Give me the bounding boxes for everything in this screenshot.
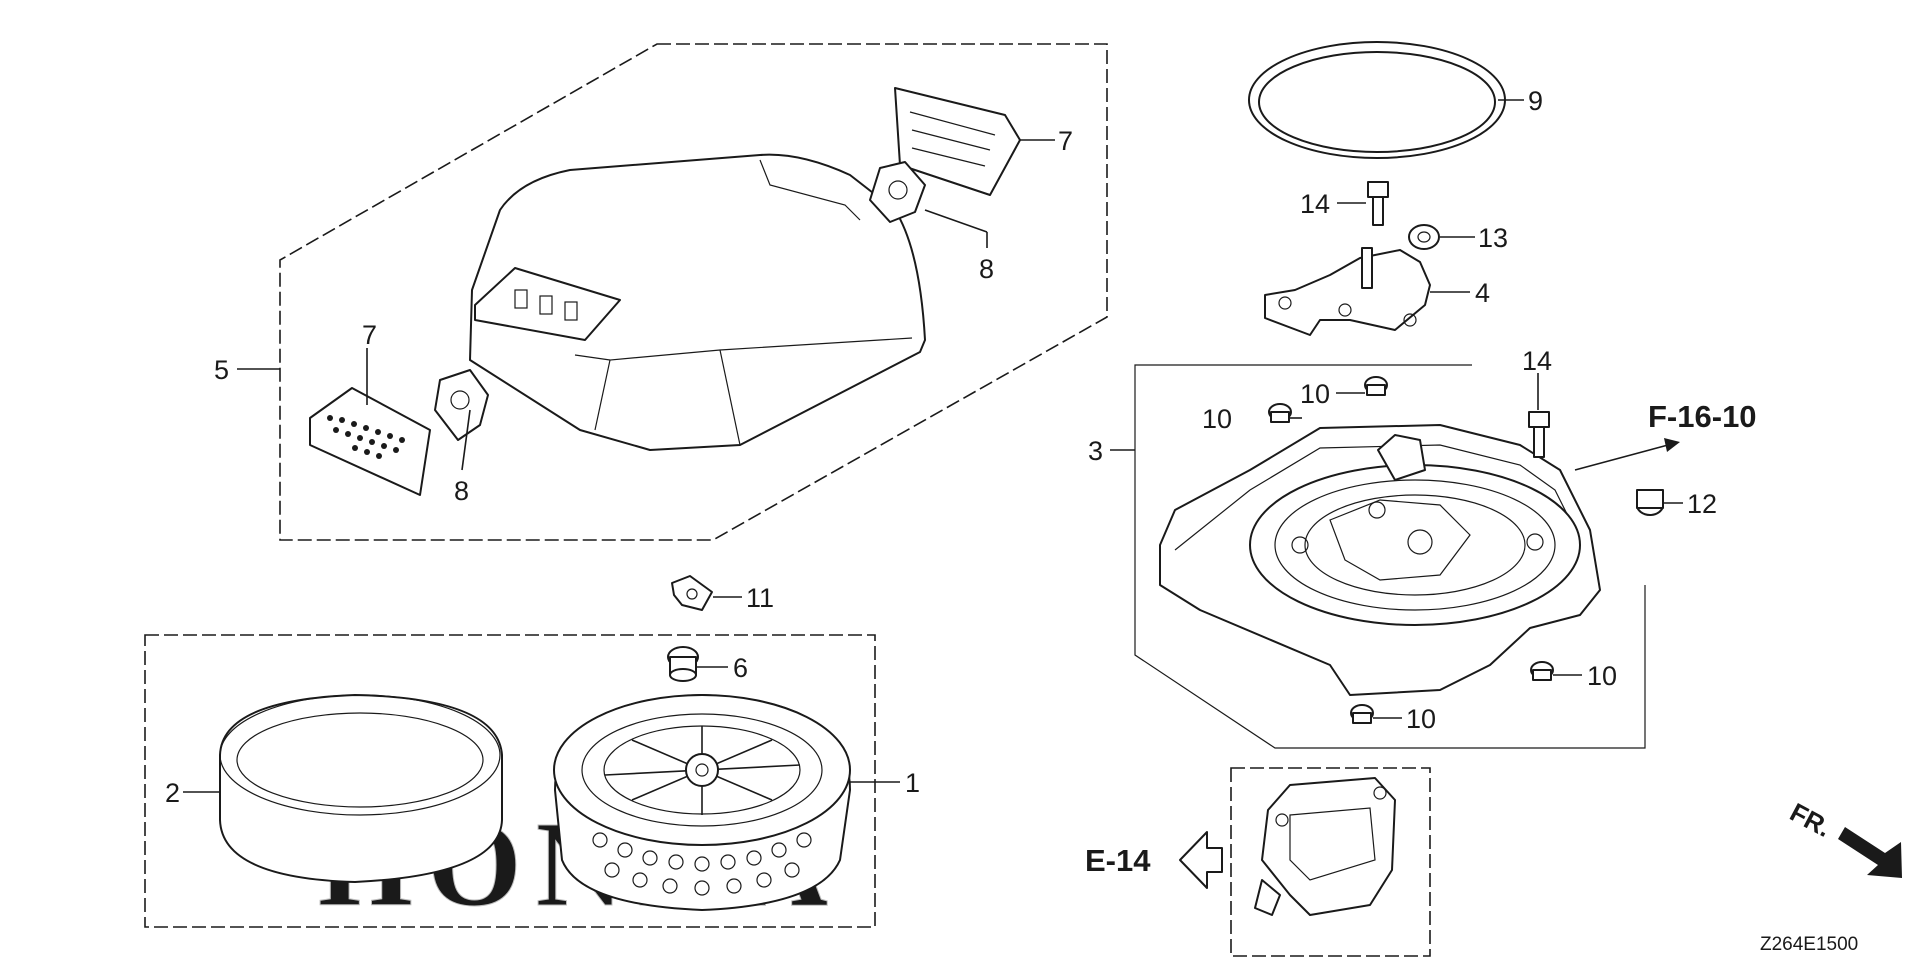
clip-lower [434, 369, 489, 441]
callout-13: 13 [1478, 223, 1508, 253]
callout-labels: 1 2 3 4 5 6 7 7 8 8 9 10 10 10 10 11 12 … [165, 86, 1717, 808]
clip-cover-upper [894, 87, 1021, 196]
callout-12: 12 [1687, 489, 1717, 519]
e14-reference-arrow [1179, 831, 1223, 889]
nut [1408, 224, 1440, 250]
callout-1: 1 [905, 768, 920, 798]
callout-11: 11 [746, 583, 774, 613]
callout-5: 5 [214, 355, 229, 385]
callout-8-upper: 8 [979, 254, 994, 284]
reference-f16-10: F-16-10 [1648, 399, 1757, 434]
f16-reference-arrow [1574, 438, 1680, 471]
callout-7-lower: 7 [362, 320, 377, 350]
grommet-d [1350, 704, 1374, 724]
callout-14-lower: 14 [1522, 346, 1552, 376]
bolt-upper [1367, 181, 1389, 226]
grommet-b [1364, 376, 1388, 396]
front-direction-label: FR. [1785, 797, 1836, 843]
callout-9: 9 [1528, 86, 1543, 116]
leader-lines [183, 99, 1683, 793]
callout-14-upper: 14 [1300, 189, 1330, 219]
callout-2: 2 [165, 778, 180, 808]
clip-cover-lower [309, 387, 431, 496]
callout-3: 3 [1088, 436, 1103, 466]
callout-8-lower: 8 [454, 476, 469, 506]
callout-10-c: 10 [1587, 661, 1617, 691]
callout-10-b: 10 [1300, 379, 1330, 409]
bolt-lower [1528, 411, 1550, 458]
callout-7-upper: 7 [1058, 126, 1073, 156]
collar [1636, 489, 1664, 516]
cover-group-outline [279, 43, 1108, 541]
callout-4: 4 [1475, 278, 1490, 308]
air-cleaner-cover [469, 153, 926, 451]
air-cleaner-case [1159, 424, 1601, 696]
reference-e14: E-14 [1085, 843, 1151, 878]
elbow-group-outline [1230, 767, 1431, 957]
drawing-code: Z264E1500 [1760, 934, 1858, 955]
pre-filter [219, 694, 503, 883]
seal-ring [1248, 41, 1506, 159]
filter-group-outline [144, 634, 876, 928]
clip-upper [869, 161, 926, 223]
clip-nut [671, 575, 713, 611]
grommet-c [1530, 661, 1554, 681]
air-intake-elbow [1254, 777, 1396, 916]
front-direction-arrow [1838, 827, 1902, 878]
callout-10-d: 10 [1406, 704, 1436, 734]
grommet-6 [667, 646, 699, 682]
bracket [1264, 247, 1431, 336]
callout-6: 6 [733, 653, 748, 683]
air-filter-element [553, 694, 851, 911]
grommet-a [1268, 403, 1292, 423]
case-group-outline [1134, 364, 1646, 749]
callout-10-a: 10 [1202, 404, 1232, 434]
